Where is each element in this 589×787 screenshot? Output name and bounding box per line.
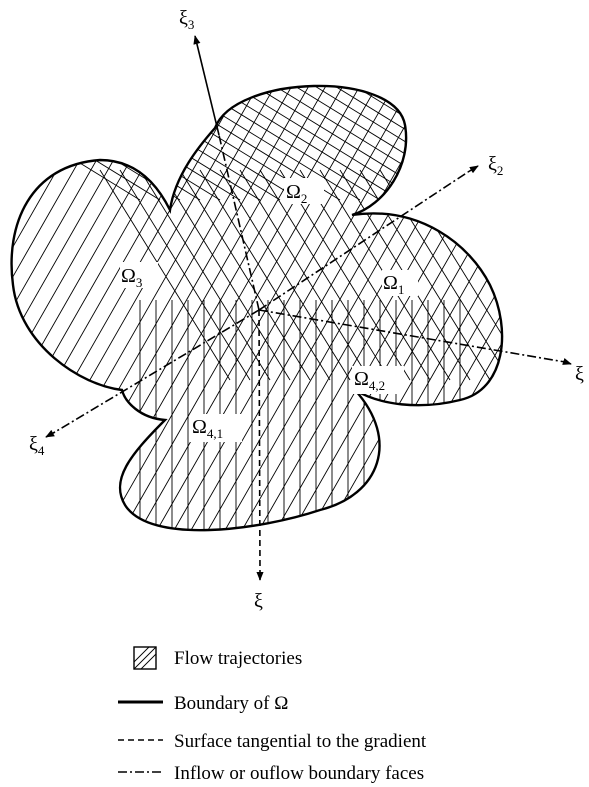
svg-text:Ω4,2: Ω4,2 bbox=[354, 368, 385, 393]
hatch-line-omega1 bbox=[139, 169, 271, 381]
hatch-line-omega1 bbox=[520, 170, 589, 380]
hatch-line-omega2 bbox=[339, 85, 503, 201]
region-omega3: Ω3 bbox=[120, 262, 158, 290]
hatch-line-omega3 bbox=[11, 85, 121, 531]
legend: Flow trajectories Boundary of Ω Surface … bbox=[118, 646, 427, 784]
hatch-line-omega3 bbox=[258, 85, 503, 531]
hatch-line-omega3 bbox=[11, 85, 223, 531]
legend-surface-tangential: Surface tangential to the gradient bbox=[174, 731, 427, 752]
hatch-line-omega1 bbox=[159, 169, 291, 381]
region-omega42: Ω4,2 bbox=[352, 366, 404, 394]
hatch-line-omega1 bbox=[199, 169, 331, 381]
xi2-axis-arrow bbox=[467, 165, 479, 174]
label-xi2: ξ2 bbox=[488, 153, 503, 178]
hatch-line-omega2 bbox=[199, 85, 461, 201]
legend-boundary: Boundary of Ω bbox=[174, 693, 288, 714]
region-omega2: Ω2 bbox=[284, 178, 324, 206]
hatch-line-omega1 bbox=[279, 169, 411, 381]
hatch-line-omega2 bbox=[219, 85, 481, 201]
hatch-line-omega2 bbox=[39, 85, 301, 201]
hatch-line-omega2 bbox=[119, 85, 381, 201]
hatch-line-omega1 bbox=[299, 169, 431, 381]
hatch-line-omega3 bbox=[88, 85, 410, 531]
flow-trajectory-hatching bbox=[11, 85, 589, 531]
hatch-line-omega3 bbox=[54, 85, 376, 531]
hatch-line-omega2 bbox=[99, 85, 361, 201]
hatch-line-omega3 bbox=[11, 85, 206, 531]
hatch-line-omega2 bbox=[11, 85, 221, 201]
hatch-line-omega2 bbox=[11, 85, 181, 201]
hatch-line-omega2 bbox=[11, 85, 201, 201]
hatch-line-omega1 bbox=[239, 169, 371, 381]
hatch-line-omega1 bbox=[499, 169, 503, 381]
hatch-line-omega1 bbox=[119, 169, 251, 381]
hatch-line-omega3 bbox=[326, 85, 503, 531]
legend-hatch-swatch bbox=[133, 646, 157, 670]
domain-boundary bbox=[10, 84, 504, 532]
xi-axis-arrow bbox=[562, 358, 572, 365]
hatch-line-omega3 bbox=[190, 85, 503, 531]
region-omega41: Ω4,1 bbox=[190, 414, 242, 442]
interface-xi4 bbox=[54, 309, 260, 433]
hatch-line-omega3 bbox=[11, 85, 138, 531]
interface-xi bbox=[258, 309, 566, 363]
hatch-line-omega3 bbox=[11, 85, 325, 531]
hatch-line-omega3 bbox=[411, 85, 503, 531]
hatch-line-omega3 bbox=[343, 85, 503, 531]
hatch-line-omega3 bbox=[292, 85, 503, 531]
hatch-line-omega2 bbox=[159, 85, 421, 201]
svg-text:Ω3: Ω3 bbox=[121, 265, 142, 290]
region-omega1: Ω1 bbox=[382, 270, 418, 297]
hatch-line-omega1 bbox=[459, 169, 503, 381]
hatch-line-omega2 bbox=[59, 85, 321, 201]
hatch-line-omega2 bbox=[299, 85, 503, 201]
label-xi3: ξ3 bbox=[179, 7, 194, 32]
interface-xi2 bbox=[258, 171, 469, 311]
hatch-line-omega3 bbox=[309, 85, 503, 531]
interface-xi3 bbox=[218, 134, 260, 311]
hatch-line-omega3 bbox=[11, 85, 189, 531]
hatch-line-omega3 bbox=[156, 85, 478, 531]
legend-flow-trajectories: Flow trajectories bbox=[174, 648, 302, 669]
hatch-line-omega1 bbox=[439, 169, 503, 381]
hatch-line-omega2 bbox=[11, 85, 161, 201]
hatch-line-omega1 bbox=[179, 169, 311, 381]
hatch-line-omega1 bbox=[219, 169, 351, 381]
hatch-line-omega3 bbox=[20, 85, 342, 531]
hatch-line-omega2 bbox=[259, 85, 503, 201]
hatch-line-omega1 bbox=[259, 169, 391, 381]
xi4-axis-arrow bbox=[45, 429, 56, 438]
hatch-line-omega2 bbox=[139, 85, 401, 201]
svg-text:Ω1: Ω1 bbox=[383, 272, 404, 297]
hatch-line-omega1 bbox=[479, 169, 503, 381]
hatch-line-omega2 bbox=[79, 85, 341, 201]
label-xi4: ξ4 bbox=[29, 433, 45, 458]
hatch-line-omega3 bbox=[37, 85, 359, 531]
label-xi-right: ξ bbox=[575, 363, 584, 385]
hatch-line-omega2 bbox=[19, 85, 281, 201]
xi3-axis-arrow bbox=[193, 35, 220, 136]
hatch-line-omega2 bbox=[11, 85, 141, 201]
hatch-line-omega3 bbox=[11, 85, 240, 531]
surface-tangential-line bbox=[258, 309, 261, 573]
svg-text:Ω2: Ω2 bbox=[286, 181, 307, 206]
hatch-line-omega3 bbox=[275, 85, 503, 531]
svg-text:Ω4,1: Ω4,1 bbox=[192, 416, 223, 441]
legend-inflow-outflow: Inflow or ouflow boundary faces bbox=[174, 763, 424, 784]
hatch-line-omega1 bbox=[99, 169, 231, 381]
hatch-line-omega3 bbox=[394, 85, 503, 531]
label-xi-bottom: ξ bbox=[254, 590, 263, 612]
hatch-line-omega3 bbox=[173, 85, 495, 531]
hatch-line-omega2 bbox=[359, 85, 503, 201]
